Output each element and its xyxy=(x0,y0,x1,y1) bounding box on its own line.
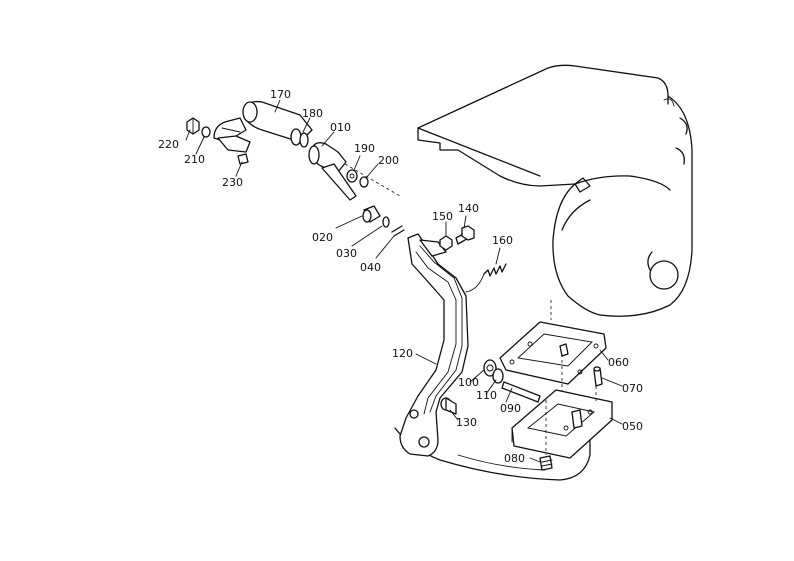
label-070: 070 xyxy=(622,382,643,395)
nut-150 xyxy=(439,235,453,251)
spring-160 xyxy=(465,263,507,293)
label-060: 060 xyxy=(608,356,629,369)
alignment-lines xyxy=(545,300,597,455)
label-220: 220 xyxy=(158,138,179,151)
label-050: 050 xyxy=(622,420,643,433)
label-030: 030 xyxy=(336,247,357,260)
label-020: 020 xyxy=(312,231,333,244)
nut-100 xyxy=(483,359,497,377)
leader-lines xyxy=(185,99,623,463)
label-010: 010 xyxy=(330,121,351,134)
rod-090 xyxy=(501,381,541,403)
label-080: 080 xyxy=(504,452,525,465)
pin-230 xyxy=(237,153,249,165)
lever-arm-010 xyxy=(308,142,401,201)
label-100: 100 xyxy=(458,376,479,389)
label-200: 200 xyxy=(378,154,399,167)
label-090: 090 xyxy=(500,402,521,415)
label-110: 110 xyxy=(476,389,497,402)
label-040: 040 xyxy=(360,261,381,274)
split-pin-040 xyxy=(391,225,405,237)
gasket-060 xyxy=(499,321,607,385)
bolt-130 xyxy=(440,397,457,415)
washer-030 xyxy=(382,216,390,228)
label-170: 170 xyxy=(270,88,291,101)
washer-210 xyxy=(201,126,211,138)
label-210: 210 xyxy=(184,153,205,166)
label-180: 180 xyxy=(302,107,323,120)
part-labels: 170 180 010 220 210 230 190 200 020 030 … xyxy=(158,88,643,465)
label-140: 140 xyxy=(458,202,479,215)
pin-070 xyxy=(593,366,603,387)
label-120: 120 xyxy=(392,347,413,360)
label-150: 150 xyxy=(432,210,453,223)
washer-200 xyxy=(359,176,369,188)
washer-110 xyxy=(492,368,504,384)
bolt-140 xyxy=(455,225,475,245)
bolt-220 xyxy=(186,117,200,135)
label-130: 130 xyxy=(456,416,477,429)
label-190: 190 xyxy=(354,142,375,155)
washer-180 xyxy=(290,128,309,148)
pedal-lever-120 xyxy=(399,233,469,457)
pin-020 xyxy=(362,205,381,223)
nut-190 xyxy=(346,169,358,183)
label-230: 230 xyxy=(222,176,243,189)
label-160: 160 xyxy=(492,234,513,247)
plug-080 xyxy=(539,455,553,471)
cover-plate-050 xyxy=(511,389,613,459)
